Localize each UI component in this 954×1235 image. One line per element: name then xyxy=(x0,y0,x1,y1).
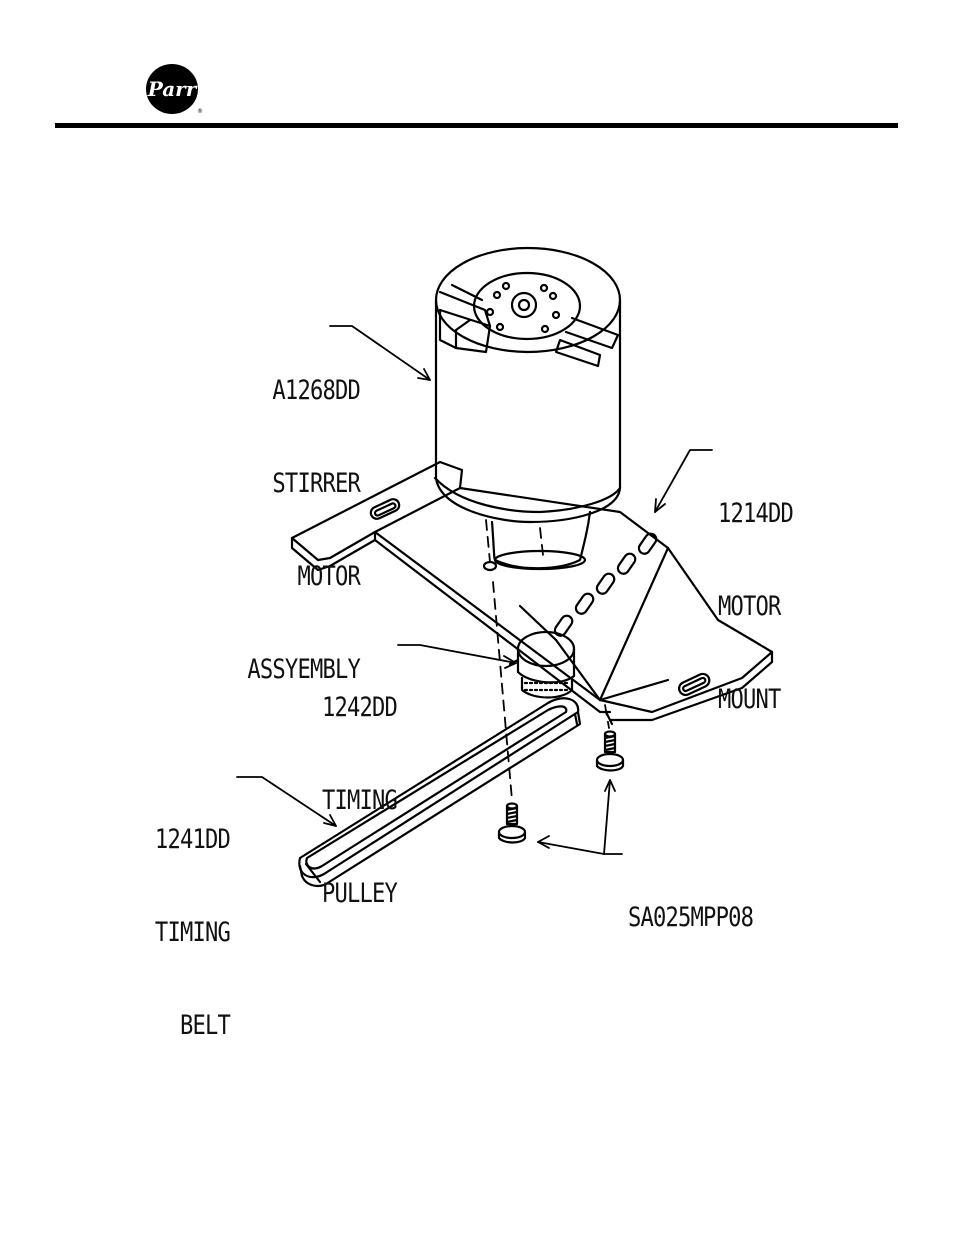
leader-lines xyxy=(236,325,713,855)
callout-motor-assembly-line1: STIRRER xyxy=(272,468,360,499)
callout-motor-mount-line1: MOTOR xyxy=(718,591,781,622)
callout-motor-assembly-part: A1268DD xyxy=(272,375,360,406)
screw-left xyxy=(497,802,527,844)
callout-timing-belt: 1241DD TIMING BELT xyxy=(107,762,231,1103)
svg-text:®: ® xyxy=(197,108,203,115)
callout-motor-mount: 1214DD MOTOR MOUNT xyxy=(718,436,794,777)
callout-screw: SA025MPP08 xyxy=(628,840,754,995)
callout-timing-belt-line1: TIMING xyxy=(154,917,231,948)
stirrer-motor xyxy=(433,246,622,571)
callout-timing-pulley-line2: PULLEY xyxy=(322,878,398,909)
callout-motor-mount-line2: MOUNT xyxy=(718,684,781,715)
timing-pulley xyxy=(508,630,576,699)
callout-motor-assembly: A1268DD STIRRER MOTOR ASSYEMBLY xyxy=(180,313,360,747)
callout-motor-assembly-line3: ASSYEMBLY xyxy=(247,654,360,685)
parr-logo: Parr ® xyxy=(146,64,203,115)
callout-screw-part: SA025MPP08 xyxy=(628,902,754,933)
callout-timing-pulley: 1242DD TIMING PULLEY xyxy=(322,630,398,971)
timing-belt xyxy=(298,697,582,887)
callout-motor-assembly-line2: MOTOR xyxy=(297,561,360,592)
callout-timing-belt-line2: BELT xyxy=(179,1010,231,1041)
callout-motor-mount-part: 1214DD xyxy=(718,498,794,529)
callout-timing-pulley-line1: TIMING xyxy=(322,785,398,816)
callout-timing-pulley-part: 1242DD xyxy=(322,692,398,723)
svg-text:Parr: Parr xyxy=(147,77,198,101)
callout-timing-belt-part: 1241DD xyxy=(154,824,231,855)
center-lines xyxy=(485,519,610,801)
screw-right xyxy=(595,730,625,772)
header-rule xyxy=(55,123,898,128)
